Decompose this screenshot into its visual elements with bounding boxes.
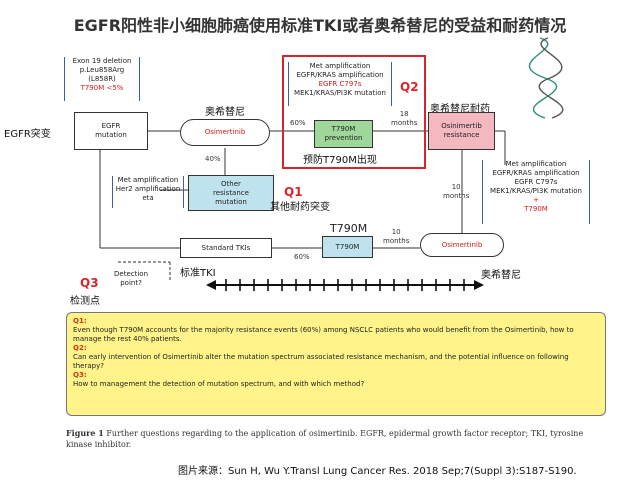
egfr-mutation-box: EGFR mutation xyxy=(74,112,148,150)
q2-line-4: MEK1/KRAS/PI3K mutation xyxy=(294,89,386,97)
edge-60-bottom: 60% xyxy=(294,253,310,261)
standard-tkis-box: Standard TKIs xyxy=(180,238,272,258)
detection-point-label: Detection point? xyxy=(114,270,149,287)
right-red-line: T790M xyxy=(524,205,548,213)
edge-10-months-bottom: 10 months xyxy=(383,228,410,245)
egfr-zh-label: EGFR突变 xyxy=(4,129,51,140)
left-mid-line-3: eta xyxy=(142,194,154,202)
right-line-1: Met amplification xyxy=(505,160,567,168)
q2-frame xyxy=(282,55,426,169)
caption-bold: Figure 1 xyxy=(66,428,104,438)
q2-line-1: Met amplification xyxy=(309,62,371,70)
prevent-t790m-zh: 预防T790M出现 xyxy=(303,155,377,166)
osimertinib-zh-bottom: 奥希替尼 xyxy=(481,270,521,281)
other-resistance-zh: 其他耐药突变 xyxy=(270,202,330,213)
left-mid-line-2: Her2 amplification xyxy=(115,185,181,193)
diagram-title: EGFR阳性非小细胞肺癌使用标准TKI或者奥希替尼的受益和耐药情况 xyxy=(73,16,567,35)
q3-text: How to management the detection of mutat… xyxy=(73,380,365,388)
t790m-box: T790M xyxy=(322,236,373,258)
q2-text: Can early intervention of Osimertinib al… xyxy=(73,353,569,370)
dna-helix-icon xyxy=(528,37,564,119)
q2-red-line: EGFR C797s xyxy=(318,80,362,88)
figure-caption: Figure 1 Further questions regarding to … xyxy=(66,428,606,450)
image-source: 图片来源：Sun H, Wu Y.Transl Lung Cancer Res.… xyxy=(178,466,577,477)
q3-heading: Q3: xyxy=(73,371,87,379)
edge-10-months-right: 10 months xyxy=(443,183,470,200)
other-resistance-box: Other resistance mutation xyxy=(188,175,274,211)
q1-text: Even though T790M accounts for the major… xyxy=(73,326,574,343)
left-mid-bracket: Met amplification Her2 amplification eta xyxy=(112,176,184,208)
t790m-prevention-box: T790M prevention xyxy=(314,120,373,148)
right-resistance-bracket: Met amplification EGFR/KRAS amplificatio… xyxy=(482,160,590,224)
exon19-bracket: Exon 19 deletion p.Leu858Arg (L858R) T79… xyxy=(64,57,140,101)
exon19-line-1: Exon 19 deletion xyxy=(72,57,132,65)
right-line-2: EGFR/KRAS amplification xyxy=(492,169,580,177)
q1-heading: Q1: xyxy=(73,317,87,325)
standard-tki-zh: 标准TKI xyxy=(180,268,216,279)
exon19-red-line: T790M <5% xyxy=(80,84,124,92)
exon19-line-2: p.Leu858Arg xyxy=(79,66,125,74)
osimertinib-pill-bottom: Osimertinib xyxy=(420,233,504,257)
caption-text: Further questions regarding to the appli… xyxy=(66,429,584,449)
q3-tag: Q3 xyxy=(80,276,99,290)
edge-60-top: 60% xyxy=(290,119,306,127)
q2-bracket: Met amplification EGFR/KRAS amplificatio… xyxy=(288,62,392,106)
osimertinib-resistance-box: Osinimertib resistance xyxy=(428,112,495,150)
right-line-3: EGFR C797s xyxy=(514,178,558,186)
edge-18-months: 18 months xyxy=(391,110,418,127)
q2-line-2: EGFR/KRAS amplification xyxy=(296,71,384,79)
osimertinib-zh-top: 奥希替尼 xyxy=(205,107,245,118)
q2-heading: Q2: xyxy=(73,344,87,352)
q1-tag: Q1 xyxy=(284,185,303,199)
right-line-4: MEK1/KRAS/PI3K mutation xyxy=(490,187,582,195)
t790m-label: T790M xyxy=(330,222,368,235)
exon19-line-3: (L858R) xyxy=(88,75,116,83)
q2-tag: Q2 xyxy=(400,80,419,94)
edge-40: 40% xyxy=(205,155,221,163)
timeline-arrow xyxy=(206,279,484,291)
left-mid-line-1: Met amplification xyxy=(117,176,179,184)
right-line-5: + xyxy=(533,196,539,204)
osimertinib-pill-top: Osimertinib xyxy=(180,119,270,146)
osimertinib-resistance-zh: 奥希替尼耐药 xyxy=(430,104,490,115)
detection-zh: 检测点 xyxy=(70,296,100,307)
questions-box: Q1: Even though T790M accounts for the m… xyxy=(66,312,606,416)
